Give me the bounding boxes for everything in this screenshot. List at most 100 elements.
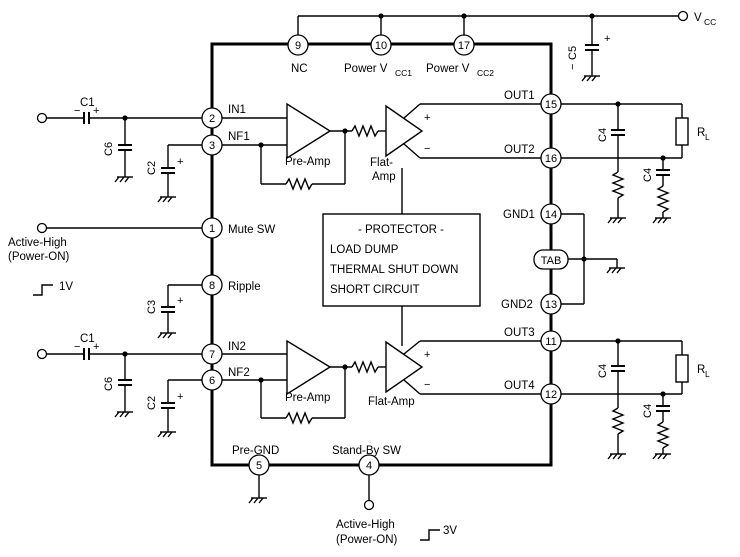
- three-volt-label: 3V: [443, 525, 457, 537]
- input-channel-2: − + C1 C6 + C2: [36, 333, 202, 438]
- out1-label: OUT1: [504, 90, 535, 102]
- active-high-left-label: Active-High: [8, 237, 67, 249]
- vcc-label-sub: CC: [704, 17, 716, 27]
- c6-top-label: C6: [103, 142, 115, 156]
- input-2-terminal: [36, 348, 48, 360]
- protector-load-dump: LOAD DUMP: [330, 244, 399, 256]
- out3-label: OUT3: [504, 327, 535, 339]
- svg-text:10: 10: [375, 40, 387, 52]
- svg-text:13: 13: [545, 299, 557, 311]
- protector-thermal: THERMAL SHUT DOWN: [330, 264, 458, 276]
- rl-top-label: R: [697, 127, 705, 139]
- pre-gnd-label: Pre-GND: [232, 445, 279, 457]
- svg-text:(Power-ON): (Power-ON): [336, 534, 398, 546]
- nf1-label: NF1: [228, 131, 250, 143]
- c2-bottom-label: C2: [146, 396, 158, 410]
- pin-9: [287, 34, 309, 56]
- svg-text:11: 11: [545, 336, 556, 348]
- protector-block: - PROTECTOR - LOAD DUMP THERMAL SHUT DOW…: [322, 213, 481, 346]
- svg-text:+: +: [177, 391, 183, 403]
- svg-text:15: 15: [545, 99, 557, 111]
- input-1-terminal: [36, 112, 48, 124]
- mute-terminal: [36, 222, 48, 234]
- svg-text:1: 1: [209, 223, 215, 235]
- pin-17: [453, 34, 475, 56]
- svg-text:7: 7: [209, 349, 215, 361]
- ripple-filter: 8 Ripple + C3: [146, 274, 261, 339]
- load-resistor-1: [675, 117, 689, 146]
- flat-amp-1: + − Flat- Amp: [370, 103, 541, 214]
- svg-text:Amp: Amp: [372, 171, 396, 183]
- power-vcc2-label: Power V: [426, 63, 470, 75]
- svg-text:+: +: [424, 349, 430, 361]
- protector-short: SHORT CIRCUIT: [330, 284, 420, 296]
- in1-label: IN1: [228, 104, 246, 116]
- svg-text:−: −: [567, 64, 579, 70]
- svg-text:2: 2: [209, 113, 215, 125]
- stand-by-sw-label: Stand-By SW: [332, 445, 401, 457]
- svg-text:−: −: [424, 379, 430, 391]
- c4-c-label: C4: [597, 364, 609, 378]
- mute-switch: 1 Mute SW Active-High (Power-ON) 1V: [8, 217, 275, 296]
- nf2-label: NF2: [228, 367, 250, 379]
- out4-label: OUT4: [504, 380, 535, 392]
- c1-bottom-label: C1: [80, 333, 95, 345]
- svg-text:17: 17: [458, 40, 470, 52]
- svg-text:−: −: [74, 341, 80, 353]
- svg-text:+: +: [177, 295, 183, 307]
- svg-text:+: +: [604, 33, 610, 45]
- vcc-terminal: [677, 10, 689, 22]
- vcc-label: V: [694, 12, 702, 24]
- rl-bottom-label: R: [697, 364, 705, 376]
- svg-text:CC1: CC1: [395, 68, 412, 78]
- svg-text:(Power-ON): (Power-ON): [8, 251, 70, 263]
- standby-switch: Stand-By SW 4 Active-High (Power-ON) 3V: [332, 445, 457, 546]
- one-volt-label: 1V: [59, 281, 73, 293]
- flat-amp-2-label: Flat-Amp: [368, 396, 415, 408]
- c1-top-label: C1: [80, 97, 95, 109]
- gnd1-label: GND1: [503, 209, 535, 221]
- pin-1: [201, 217, 223, 239]
- svg-text:6: 6: [209, 375, 215, 387]
- svg-text:−: −: [424, 143, 430, 155]
- svg-text:CC2: CC2: [477, 68, 494, 78]
- pre-ground: Pre-GND 5: [232, 445, 279, 504]
- svg-text:5: 5: [256, 460, 262, 472]
- nc-label: NC: [291, 63, 308, 75]
- svg-text:12: 12: [545, 389, 557, 401]
- mute-sw-label: Mute SW: [228, 224, 275, 236]
- in2-label: IN2: [228, 341, 246, 353]
- svg-text:+: +: [424, 112, 430, 124]
- vcc-bus: V CC: [297, 10, 716, 35]
- active-high-bottom-label: Active-High: [336, 519, 395, 531]
- pre-amp-1: Pre-Amp: [222, 102, 386, 191]
- pre-amp-1-label: Pre-Amp: [285, 156, 330, 168]
- svg-text:16: 16: [545, 153, 557, 165]
- protector-title: - PROTECTOR -: [358, 224, 444, 236]
- svg-text:9: 9: [295, 40, 301, 52]
- ground-network: [561, 213, 625, 305]
- output-network-1: C4 C4 R L: [561, 101, 710, 224]
- output-network-2: C4 C4 R L: [561, 338, 710, 460]
- flat-amp-2: + − Flat-Amp: [368, 340, 541, 408]
- c6-bottom-label: C6: [103, 377, 115, 391]
- out2-label: OUT2: [504, 144, 535, 156]
- pre-amp-2: Pre-Amp: [222, 339, 386, 425]
- svg-text:+: +: [93, 105, 99, 117]
- svg-text:L: L: [705, 132, 710, 142]
- c3-label: C3: [146, 300, 158, 314]
- load-resistor-2: [675, 354, 689, 383]
- pin-10: [370, 34, 392, 56]
- c2-top-label: C2: [146, 161, 158, 175]
- c5-label: C5: [567, 46, 579, 60]
- svg-text:−: −: [74, 105, 80, 117]
- gnd2-label: GND2: [501, 299, 533, 311]
- svg-text:8: 8: [209, 280, 215, 292]
- svg-text:3: 3: [209, 140, 215, 152]
- capacitor-c5: + C5 −: [567, 16, 610, 82]
- svg-text:14: 14: [545, 209, 557, 221]
- input-channel-1: − + C1 C6 + C2: [36, 97, 202, 203]
- flat-amp-1-label: Flat-: [370, 157, 393, 169]
